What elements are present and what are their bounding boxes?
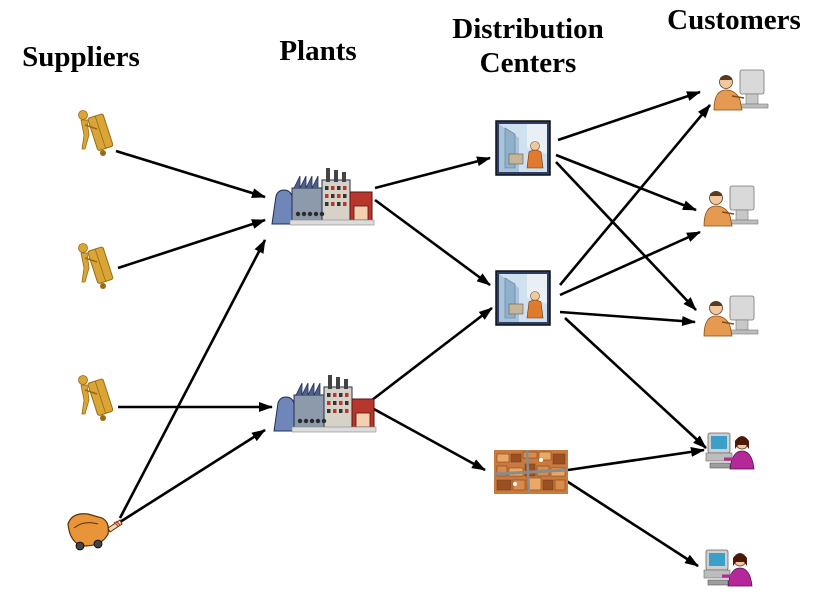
arrow-d1-c3 (555, 161, 697, 311)
arrow-s4-p2 (119, 428, 266, 524)
arrow-d2-c4 (564, 317, 707, 449)
suppliers-heading: Suppliers (22, 41, 140, 73)
customer-woman-at-computer-icon (705, 432, 755, 470)
customer-man-at-computer-icon (703, 185, 759, 227)
arrow-d3-c4 (567, 446, 705, 472)
arrow-s1-p1 (115, 149, 266, 199)
arrow-d2-c1 (559, 104, 711, 286)
supplier-worker-with-hand-truck-icon (78, 110, 114, 156)
arrow-p2-d2 (371, 306, 493, 402)
warehouse-worker-icon (495, 120, 551, 176)
arrow-p1-d1 (374, 156, 491, 190)
plants-heading: Plants (279, 35, 357, 67)
arrow-s2-p1 (117, 218, 266, 270)
edge-layer (115, 90, 711, 568)
supplier-worker-with-hand-truck-icon (78, 243, 114, 289)
arrow-p2-d3 (371, 406, 486, 472)
arrow-p1-d2 (374, 198, 491, 287)
customer-woman-at-computer-icon (703, 549, 753, 587)
distribution-centers-heading: Distribution Centers (430, 12, 626, 80)
customer-man-at-computer-icon (713, 69, 769, 111)
customers-heading: Customers (667, 4, 801, 36)
supplier-worker-with-hand-truck-icon (78, 375, 114, 421)
distribution-centers-heading-text: Distribution Centers (452, 13, 604, 79)
factory-icon (271, 168, 375, 226)
factory-icon (273, 375, 377, 433)
arrow-d2-c3 (559, 310, 696, 327)
arrow-d1-c1 (557, 90, 701, 142)
node-layer (67, 69, 769, 587)
customer-man-at-computer-icon (703, 295, 759, 337)
warehouse-worker-icon (495, 270, 551, 326)
arrow-d2-c2 (559, 230, 701, 297)
arrow-d3-c5 (564, 478, 699, 568)
arrow-s4-p1 (118, 239, 267, 519)
arrow-d1-c2 (555, 153, 697, 212)
warehouse-aerial-icon (493, 449, 569, 495)
supplier-orange-truck-icon (67, 513, 123, 551)
